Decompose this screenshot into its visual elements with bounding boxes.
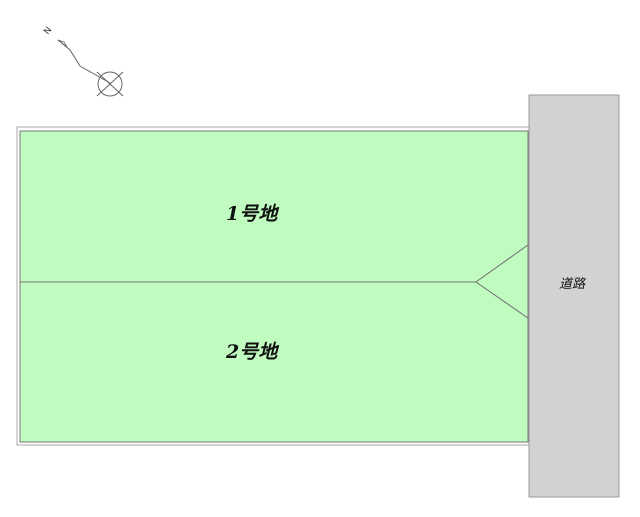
road-label: 道路 <box>559 277 586 292</box>
north-arrow: N <box>42 25 124 97</box>
compass-cross-line <box>96 71 124 97</box>
access-triangle <box>475 244 529 319</box>
lot-2-label: 2号地 <box>225 341 280 363</box>
north-arrow-head <box>57 39 68 48</box>
lot-1-label: 1号地 <box>226 203 280 225</box>
compass-circle-icon <box>97 71 123 97</box>
north-letter: N <box>42 25 54 36</box>
lot-2-area <box>19 281 529 443</box>
road-area <box>528 94 620 498</box>
